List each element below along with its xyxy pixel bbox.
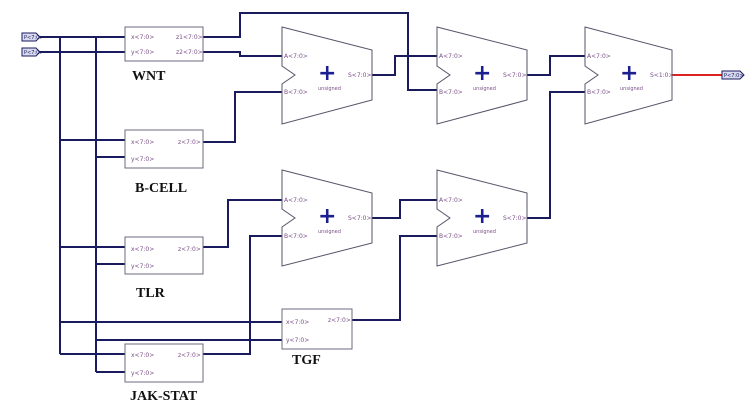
svg-text:B<7:0>: B<7:0> (439, 89, 463, 96)
port-y: y<7:0> (131, 156, 154, 163)
svg-text:A<7:0>: A<7:0> (439, 53, 463, 60)
plus-icon: + (318, 61, 336, 86)
block-bcell[interactable]: x<7:0> y<7:0> z<7:0> (124, 129, 204, 169)
block-label-tlr: TLR (136, 286, 166, 301)
svg-text:A<7:0>: A<7:0> (439, 197, 463, 204)
svg-text:S<7:0>: S<7:0> (503, 72, 527, 79)
svg-text:A<7:0>: A<7:0> (587, 53, 611, 60)
port-x: x<7:0> (131, 139, 154, 146)
svg-text:unsigned: unsigned (473, 229, 496, 235)
port-z: z<7:0> (178, 246, 201, 253)
svg-text:P<7:0>: P<7:0> (24, 50, 43, 56)
svg-text:unsigned: unsigned (473, 86, 496, 92)
svg-text:B<7:0>: B<7:0> (284, 233, 308, 240)
block-jakstat[interactable]: x<7:0> y<7:0> z<7:0> (124, 343, 204, 383)
block-label-bcell: B-CELL (135, 181, 187, 196)
input-pin-2[interactable]: P<7:0> (21, 47, 43, 57)
plus-icon: + (620, 61, 638, 86)
svg-text:unsigned: unsigned (318, 86, 341, 92)
svg-text:S<1:0>: S<1:0> (650, 72, 674, 79)
svg-text:S<7:0>: S<7:0> (348, 72, 372, 79)
svg-text:S<7:0>: S<7:0> (348, 215, 372, 222)
svg-text:A<7:0>: A<7:0> (284, 53, 308, 60)
port-z1: z1<7:0> (176, 34, 203, 41)
adder-5[interactable]: A<7:0> B<7:0> S<7:0> + unsigned (436, 169, 528, 267)
plus-icon: + (318, 204, 336, 229)
port-z2: z2<7:0> (176, 49, 203, 56)
port-x: x<7:0> (131, 246, 154, 253)
plus-icon: + (473, 61, 491, 86)
port-z: z<7:0> (178, 352, 201, 359)
block-tlr[interactable]: x<7:0> y<7:0> z<7:0> (124, 236, 204, 275)
port-y: y<7:0> (131, 263, 154, 270)
adder-4[interactable]: A<7:0> B<7:0> S<7:0> + unsigned (281, 169, 373, 267)
svg-text:unsigned: unsigned (318, 229, 341, 235)
svg-text:P<7:0>: P<7:0> (24, 35, 43, 41)
port-z: z<7:0> (328, 317, 351, 324)
adder-2[interactable]: A<7:0> B<7:0> S<7:0> + unsigned (436, 26, 528, 125)
svg-text:S<7:0>: S<7:0> (503, 215, 527, 222)
svg-text:B<7:0>: B<7:0> (439, 233, 463, 240)
port-x: x<7:0> (131, 34, 154, 41)
block-wnt[interactable]: x<7:0> y<7:0> z1<7:0> z2<7:0> (124, 26, 204, 62)
block-tgf[interactable]: x<7:0> y<7:0> z<7:0> (281, 308, 353, 350)
port-z: z<7:0> (178, 139, 201, 146)
adder-1[interactable]: A<7:0> B<7:0> S<7:0> + unsigned (281, 26, 373, 125)
output-pin[interactable]: P<7:0> (721, 70, 745, 80)
svg-text:unsigned: unsigned (620, 86, 643, 92)
port-x: x<7:0> (131, 352, 154, 359)
adder-3[interactable]: A<7:0> B<7:0> S<1:0> + unsigned (584, 26, 674, 125)
port-x: x<7:0> (286, 319, 309, 326)
port-y: y<7:0> (131, 370, 154, 377)
svg-text:A<7:0>: A<7:0> (284, 197, 308, 204)
wires (40, 12, 585, 373)
svg-text:P<7:0>: P<7:0> (724, 73, 743, 79)
port-y: y<7:0> (286, 337, 309, 344)
input-pin-1[interactable]: P<7:0> (21, 32, 43, 42)
block-label-tgf: TGF (292, 353, 321, 368)
block-label-jakstat: JAK-STAT (130, 389, 198, 404)
svg-text:B<7:0>: B<7:0> (284, 89, 308, 96)
plus-icon: + (473, 204, 491, 229)
port-y: y<7:0> (131, 49, 154, 56)
block-label-wnt: WNT (132, 69, 166, 84)
svg-text:B<7:0>: B<7:0> (587, 89, 611, 96)
